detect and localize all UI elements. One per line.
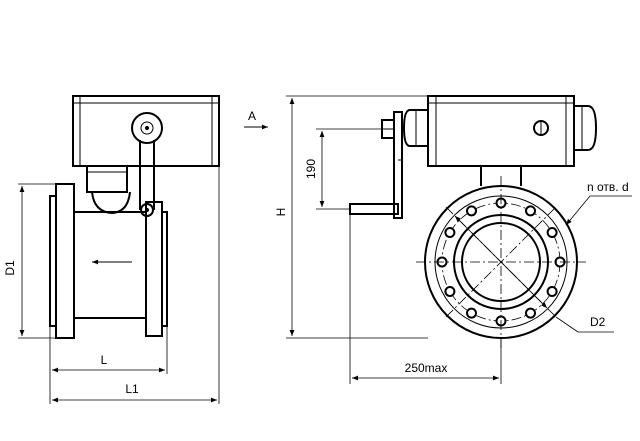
- label-D2: D2: [590, 315, 606, 329]
- label-D1: D1: [3, 260, 17, 276]
- side-view: D1 L L1: [3, 95, 220, 404]
- right-boss: [574, 105, 598, 151]
- dim-190: 190: [304, 128, 382, 210]
- left-boss: [402, 109, 428, 147]
- valve-neck: [86, 165, 131, 215]
- valve-body: [73, 211, 147, 319]
- dim-L1: L1: [49, 166, 220, 404]
- front-view: A: [244, 95, 632, 384]
- label-holes: n отв. d: [587, 180, 629, 194]
- right-flange: [145, 201, 168, 337]
- label-250max: 250max: [405, 361, 448, 375]
- dim-H: H: [274, 95, 428, 339]
- dim-D1: D1: [3, 183, 56, 339]
- actuator-box: [427, 95, 575, 167]
- holes-leader: n отв. d: [565, 180, 632, 226]
- dim-250max: 250max: [349, 214, 502, 384]
- bolt-holes: [436, 197, 566, 327]
- label-H: H: [274, 208, 288, 217]
- front-neck: [480, 166, 522, 186]
- dim-D2: D2: [454, 215, 614, 333]
- dim-L: L: [49, 326, 168, 374]
- view-arrow-A: A: [244, 109, 268, 130]
- left-flange: [49, 183, 75, 339]
- crank-handle: [349, 111, 403, 219]
- label-190: 190: [304, 159, 318, 179]
- label-A: A: [248, 109, 256, 123]
- label-L1: L1: [125, 382, 139, 396]
- handle-lever: [131, 112, 163, 217]
- label-L: L: [101, 353, 108, 367]
- actuator-housing: [72, 95, 220, 167]
